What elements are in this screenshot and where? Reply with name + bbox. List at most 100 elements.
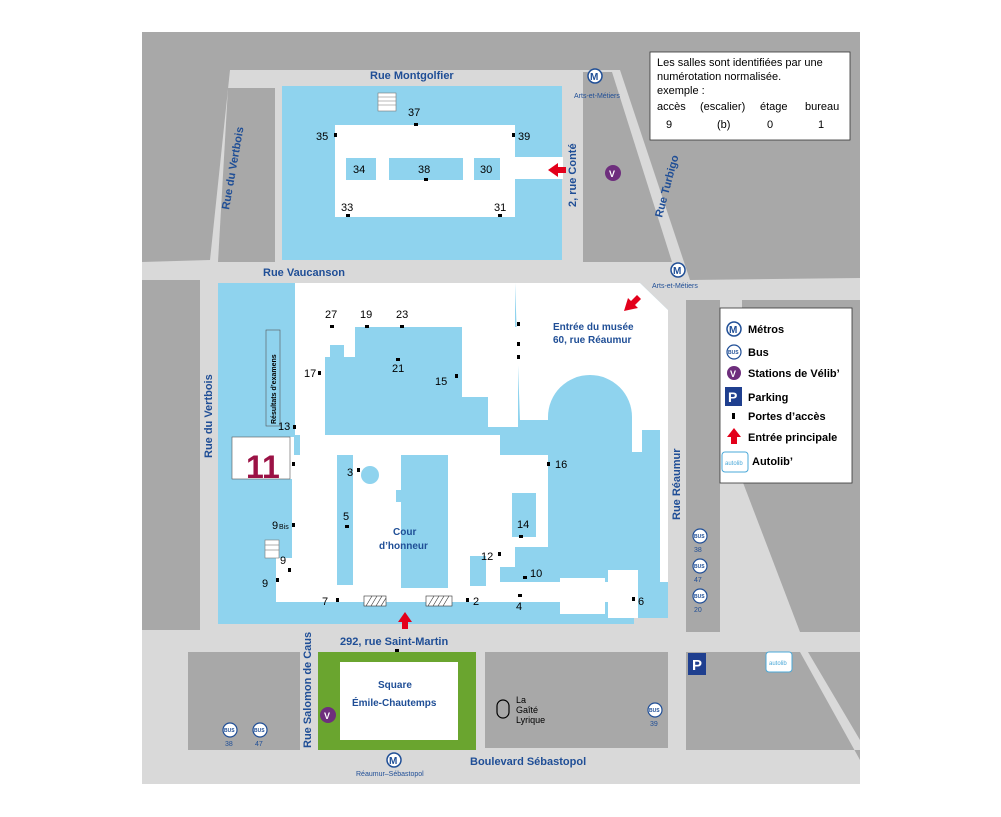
- svg-text:BUS: BUS: [694, 594, 705, 600]
- room-33: 33: [341, 202, 353, 214]
- legend-autolib: Autolib’: [752, 456, 793, 468]
- legend-autolib-icon: autolib: [721, 451, 749, 473]
- room-6: 6: [638, 596, 644, 608]
- big-number-box: [231, 436, 291, 480]
- room-31: 31: [494, 202, 506, 214]
- metro-icon-vaucanson: M: [670, 262, 686, 278]
- room-5: 5: [343, 511, 349, 523]
- svg-text:47: 47: [255, 741, 263, 748]
- autolib-icon-map: autolib: [765, 651, 793, 673]
- room-37: 37: [408, 107, 420, 119]
- room-2: 2: [473, 596, 479, 608]
- info-col-access: accès: [657, 101, 686, 113]
- info-val-floor: 0: [767, 119, 773, 131]
- metro-icon-montgolfier: M: [587, 68, 603, 84]
- room-34: 34: [353, 164, 365, 176]
- svg-text:M: M: [729, 325, 737, 336]
- bus-stop-20-right: BUS 20: [692, 588, 708, 614]
- legend-metros: Métros: [748, 324, 784, 336]
- legend-metro-icon: M: [726, 321, 742, 337]
- room-19: 19: [360, 309, 372, 321]
- svg-text:39: 39: [650, 721, 658, 728]
- room-17: 17: [304, 368, 316, 380]
- room-38: 38: [418, 164, 430, 176]
- street-sebastopol: Boulevard Sébastopol: [470, 756, 586, 768]
- svg-text:V: V: [609, 169, 615, 179]
- room-30: 30: [480, 164, 492, 176]
- exam-results-label: Résultats d’examens: [271, 354, 278, 424]
- parking-icon-map: P: [688, 653, 706, 675]
- room-13: 13: [278, 421, 290, 433]
- info-val-stair: (b): [717, 119, 730, 131]
- svg-text:20: 20: [694, 607, 702, 614]
- svg-text:BUS: BUS: [694, 534, 705, 540]
- exam-results-box: [265, 329, 281, 427]
- metro-label-arts-metiers-2: Arts-et-Métiers: [652, 283, 698, 290]
- room-16: 16: [555, 459, 567, 471]
- svg-text:P: P: [692, 657, 702, 674]
- svg-text:M: M: [590, 72, 598, 83]
- street-saint-martin: 292, rue Saint-Martin: [340, 636, 448, 648]
- legend-velib: Stations de Vélib’: [748, 368, 840, 380]
- info-val-access: 9: [666, 119, 672, 131]
- entry-arrow-museum: [624, 295, 641, 311]
- bus-stop-47-left: BUS 47: [252, 722, 268, 748]
- inner-rooms-main: [330, 345, 536, 588]
- room-9b: 9: [262, 578, 268, 590]
- room-39: 39: [518, 131, 530, 143]
- street-salomon: Rue Salomon de Caus: [302, 632, 314, 748]
- svg-text:BUS: BUS: [728, 350, 739, 356]
- svg-text:BUS: BUS: [649, 708, 660, 714]
- svg-text:V: V: [324, 711, 330, 721]
- svg-text:Gaîté: Gaîté: [516, 705, 538, 715]
- bus-stop-38-right: BUS 38: [692, 528, 708, 554]
- info-box: [649, 51, 851, 141]
- svg-text:autolib: autolib: [725, 461, 743, 467]
- info-val-office: 1: [818, 119, 824, 131]
- info-col-floor: étage: [760, 101, 788, 113]
- gaite-lyrique-logo: La Gaîté Lyrique: [496, 695, 545, 725]
- metro-label-arts-metiers-1: Arts-et-Métiers: [574, 93, 620, 100]
- big-number-11: 11: [246, 449, 280, 485]
- svg-text:BUS: BUS: [254, 728, 265, 734]
- museum-entry-line2: 60, rue Réaumur: [553, 335, 631, 346]
- room-23: 23: [396, 309, 408, 321]
- room-27: 27: [325, 309, 337, 321]
- legend-bus: Bus: [748, 347, 769, 359]
- room-14: 14: [517, 519, 529, 531]
- info-line-3: exemple :: [657, 85, 705, 97]
- svg-text:La: La: [516, 695, 526, 705]
- svg-text:BUS: BUS: [224, 728, 235, 734]
- velib-icon-square: V: [320, 707, 336, 723]
- staircase-main-icon: [264, 539, 280, 559]
- entry-arrow-conte: [548, 163, 566, 177]
- room-9a: 9: [280, 555, 286, 567]
- info-line-1: Les salles sont identifiées par une: [657, 57, 823, 69]
- room-3: 3: [347, 467, 353, 479]
- cour-honneur-line1: Cour: [393, 527, 416, 538]
- access-doors: [276, 123, 635, 652]
- legend-parking: Parking: [748, 392, 788, 404]
- legend-bus-icon: BUS: [726, 344, 742, 360]
- entry-arrow-main: [398, 612, 412, 629]
- bus-stop-38-left: BUS 38: [222, 722, 238, 748]
- svg-text:BUS: BUS: [694, 564, 705, 570]
- inner-rooms-top: [346, 158, 500, 180]
- room-4: 4: [516, 601, 522, 613]
- square-lawn: [340, 662, 458, 740]
- cour-honneur-line2: d’honneur: [379, 541, 428, 552]
- metro-label-reaumur-sebastopol: Réaumur–Sébastopol: [356, 771, 424, 778]
- room-7: 7: [322, 596, 328, 608]
- svg-text:autolib: autolib: [769, 661, 787, 667]
- room-10: 10: [530, 568, 542, 580]
- svg-text:M: M: [673, 266, 681, 277]
- velib-icon-turbigo: V: [605, 165, 621, 181]
- legend-entry-icon: [727, 428, 741, 444]
- svg-text:V: V: [730, 369, 736, 379]
- square-name-line1: Square: [378, 680, 412, 691]
- street-vertbois-left: Rue du Vertbois: [203, 374, 215, 458]
- room-35: 35: [316, 131, 328, 143]
- legend-parking-icon: P: [725, 387, 742, 406]
- street-vaucanson: Rue Vaucanson: [263, 267, 345, 279]
